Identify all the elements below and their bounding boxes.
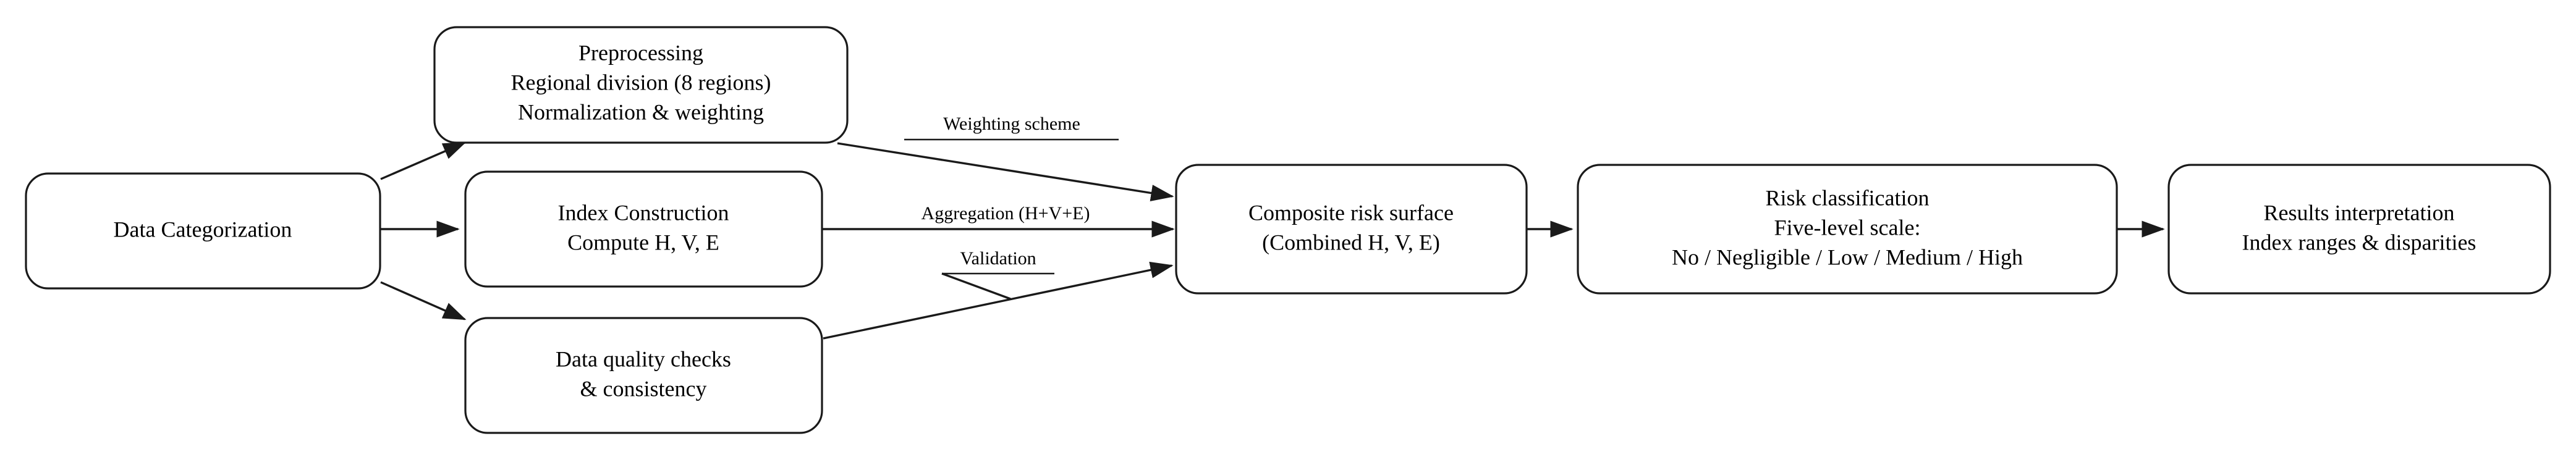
edge-label-aggregation: Aggregation (H+V+E) bbox=[922, 203, 1090, 224]
node-preprocessing-line-2: Regional division (8 regions) bbox=[511, 70, 771, 94]
node-composite-risk-surface-line-2: (Combined H, V, E) bbox=[1262, 230, 1440, 254]
edge-data-quality-checks-to-composite-risk-surface: Validation bbox=[823, 248, 1174, 340]
node-preprocessing-shape[interactable] bbox=[433, 26, 849, 144]
edge-label-validation: Validation bbox=[960, 248, 1036, 269]
node-results-interpretation-line-2: Index ranges & disparities bbox=[2242, 230, 2476, 254]
node-data-quality-checks-shape[interactable] bbox=[464, 317, 823, 434]
node-results-interpretation-line-1: Results interpretation bbox=[2264, 200, 2455, 225]
node-risk-classification-line-2: Five-level scale: bbox=[1774, 215, 1921, 240]
node-risk-classification-line-3: No / Negligible / Low / Medium / High bbox=[1672, 245, 2023, 269]
edge-preprocessing-to-composite-risk-surface: Weighting scheme bbox=[837, 114, 1174, 201]
node-risk-classification-line-1: Risk classification bbox=[1766, 185, 1930, 210]
node-risk-classification[interactable]: Risk classification Five-level scale: No… bbox=[1577, 164, 2118, 295]
edge-index-construction-to-composite-risk-surface: Aggregation (H+V+E) bbox=[822, 203, 1175, 238]
node-results-interpretation[interactable]: Results interpretation Index ranges & di… bbox=[2167, 164, 2551, 295]
node-results-interpretation-shape[interactable] bbox=[2167, 164, 2551, 295]
node-data-quality-checks[interactable]: Data quality checks & consistency bbox=[464, 317, 823, 434]
node-preprocessing[interactable]: Preprocessing Regional division (8 regio… bbox=[433, 26, 849, 144]
node-index-construction-line-2: Compute H, V, E bbox=[567, 230, 719, 254]
edge-data-categorization-to-preprocessing bbox=[380, 141, 467, 180]
node-composite-risk-surface[interactable]: Composite risk surface (Combined H, V, E… bbox=[1175, 164, 1528, 295]
node-data-categorization[interactable]: Data Categorization bbox=[25, 172, 381, 290]
node-preprocessing-line-3: Normalization & weighting bbox=[518, 99, 764, 124]
node-data-categorization-line-1: Data Categorization bbox=[114, 217, 292, 241]
node-preprocessing-line-1: Preprocessing bbox=[578, 40, 703, 65]
edge-data-categorization-to-data-quality-checks bbox=[380, 281, 467, 320]
node-risk-classification-shape[interactable] bbox=[1577, 164, 2118, 295]
node-index-construction[interactable]: Index Construction Compute H, V, E bbox=[464, 170, 823, 288]
node-data-categorization-shape[interactable] bbox=[25, 172, 381, 290]
node-data-quality-checks-line-2: & consistency bbox=[580, 376, 707, 401]
node-data-quality-checks-line-1: Data quality checks bbox=[556, 346, 731, 371]
node-index-construction-shape[interactable] bbox=[464, 170, 823, 288]
node-index-construction-line-1: Index Construction bbox=[558, 200, 729, 225]
node-composite-risk-surface-line-1: Composite risk surface bbox=[1248, 200, 1454, 225]
node-composite-risk-surface-shape[interactable] bbox=[1175, 164, 1528, 295]
edge-label-weighting-scheme: Weighting scheme bbox=[943, 114, 1080, 134]
